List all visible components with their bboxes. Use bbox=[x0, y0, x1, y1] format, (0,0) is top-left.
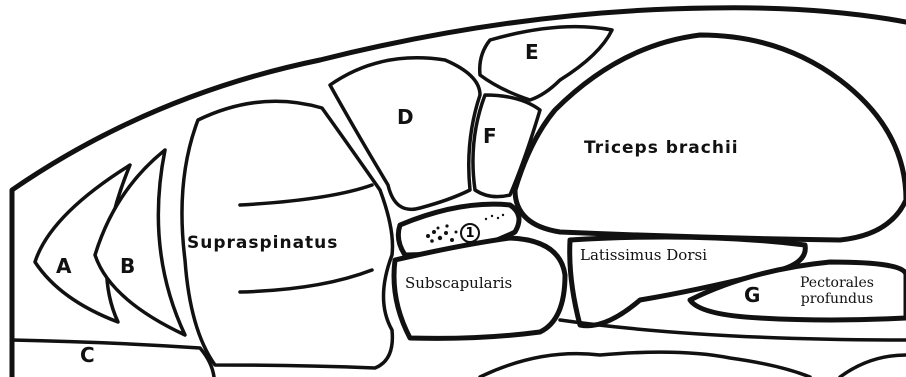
lower-outline-2 bbox=[480, 352, 810, 377]
label-d: D bbox=[397, 107, 414, 127]
label-pectorales-profundus: Pectorales profundus bbox=[800, 275, 874, 307]
label-subscapularis: Subscapularis bbox=[405, 276, 512, 291]
lower-outline-3 bbox=[840, 355, 906, 377]
nerve-marker-1: 1 bbox=[460, 223, 480, 243]
label-triceps-brachii: Triceps brachii bbox=[584, 140, 739, 157]
label-g: G bbox=[744, 285, 760, 305]
label-b: B bbox=[120, 256, 135, 276]
label-latissimus-dorsi: Latissimus Dorsi bbox=[580, 248, 707, 263]
label-pectorales-line2: profundus bbox=[800, 291, 874, 307]
label-e: E bbox=[525, 42, 539, 62]
lower-outline-1 bbox=[560, 320, 906, 340]
label-pectorales-line1: Pectorales bbox=[800, 275, 874, 291]
label-supraspinatus: Supraspinatus bbox=[187, 235, 338, 252]
label-f: F bbox=[483, 126, 497, 146]
label-a: A bbox=[56, 256, 71, 276]
label-c: C bbox=[80, 345, 95, 365]
